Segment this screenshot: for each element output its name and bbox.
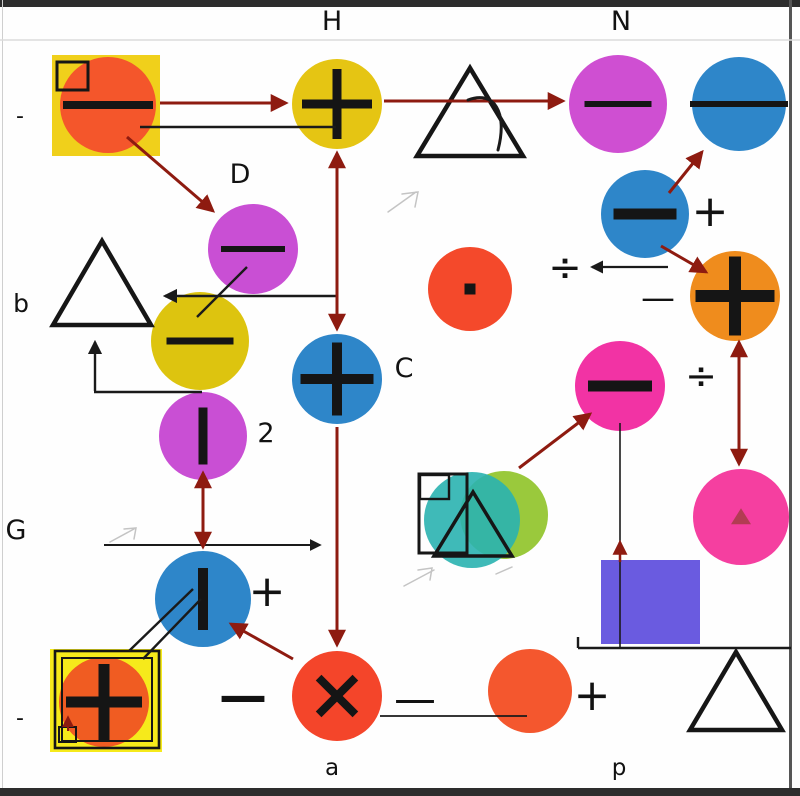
- label-p: p: [611, 755, 627, 781]
- minus-sign-bottom-mid: —: [394, 674, 436, 723]
- minus-symbol: [690, 101, 788, 107]
- circle-blue-plus-center: [292, 334, 382, 424]
- minus-sign-bottom-left: —: [219, 668, 267, 724]
- triangle-small-icon: [731, 508, 751, 525]
- circle-orange-minus-topleft: [60, 57, 156, 153]
- minus-symbol: [588, 380, 652, 392]
- label-n: N: [610, 6, 632, 37]
- bar-symbol: [198, 568, 208, 630]
- triangle-left: [49, 236, 155, 328]
- sketch-path: [466, 96, 503, 152]
- triangle-bottom-right: [686, 647, 786, 733]
- circle-teal-triangle: [424, 472, 520, 568]
- sketch-path: [109, 527, 137, 543]
- plus-symbol: [729, 256, 741, 336]
- circle-orange-plus-bottomleft: [59, 657, 149, 747]
- circle-magenta-minus-topright: [569, 55, 667, 153]
- minus-sign-right: —: [641, 278, 675, 318]
- minus-symbol: [221, 246, 285, 252]
- sketch-path: [495, 566, 513, 575]
- circle-yellow-minus-left: [151, 292, 249, 390]
- plus-sign-mid-left: +: [248, 566, 286, 617]
- label-a: a: [324, 755, 340, 781]
- circle-pink-right: [693, 469, 789, 565]
- bar-symbol: [198, 407, 208, 465]
- circle-magenta-minus-d: [208, 204, 298, 294]
- plus-symbol: [332, 69, 342, 139]
- label-h: H: [321, 6, 343, 37]
- square-blue-purple: [601, 560, 700, 644]
- circle-blue-bar: [155, 551, 251, 647]
- circle-red-dot: [428, 247, 512, 331]
- label-dash-left-bottom: -: [16, 706, 24, 731]
- circle-yellow-plus-top: [292, 59, 382, 149]
- minus-symbol: [584, 101, 652, 107]
- dot-symbol: [464, 283, 476, 295]
- label-c: C: [394, 353, 414, 384]
- plus-sign-upper-right: +: [691, 186, 729, 237]
- plus-symbol: [332, 342, 342, 416]
- divide-sign-right: ÷: [685, 354, 717, 398]
- label-d: D: [229, 159, 251, 190]
- sketch-path: [403, 567, 435, 587]
- sketch-path: [387, 191, 419, 213]
- label-b: b: [13, 289, 29, 318]
- bottom-border-bar: [0, 788, 800, 796]
- triangle-top-center: [413, 63, 527, 159]
- label-dash-left-top: -: [16, 104, 24, 129]
- minus-symbol: [63, 101, 153, 109]
- minus-symbol: [613, 208, 677, 220]
- circle-orange-plus-right: [690, 251, 780, 341]
- circle-blue-minus-right: [601, 170, 689, 258]
- label-g: G: [5, 515, 27, 546]
- left-border-line: [2, 0, 3, 796]
- circle-red-times: [292, 651, 382, 741]
- plus-sign-bottom: +: [573, 670, 611, 721]
- circle-red-plain: [488, 649, 572, 733]
- circle-blue-minus-topright: [690, 57, 788, 151]
- circle-magenta-bar: [159, 392, 247, 480]
- right-border-line: [789, 0, 792, 796]
- plus-symbol: [98, 664, 110, 740]
- minus-symbol: [166, 337, 234, 345]
- red-arrow: [518, 412, 593, 470]
- divide-sign-center: ÷: [548, 245, 582, 291]
- circle-pink-minus-right: [575, 341, 665, 431]
- top-border-bar: [0, 0, 800, 7]
- red-arrow: [228, 622, 294, 661]
- label-2: 2: [257, 418, 275, 449]
